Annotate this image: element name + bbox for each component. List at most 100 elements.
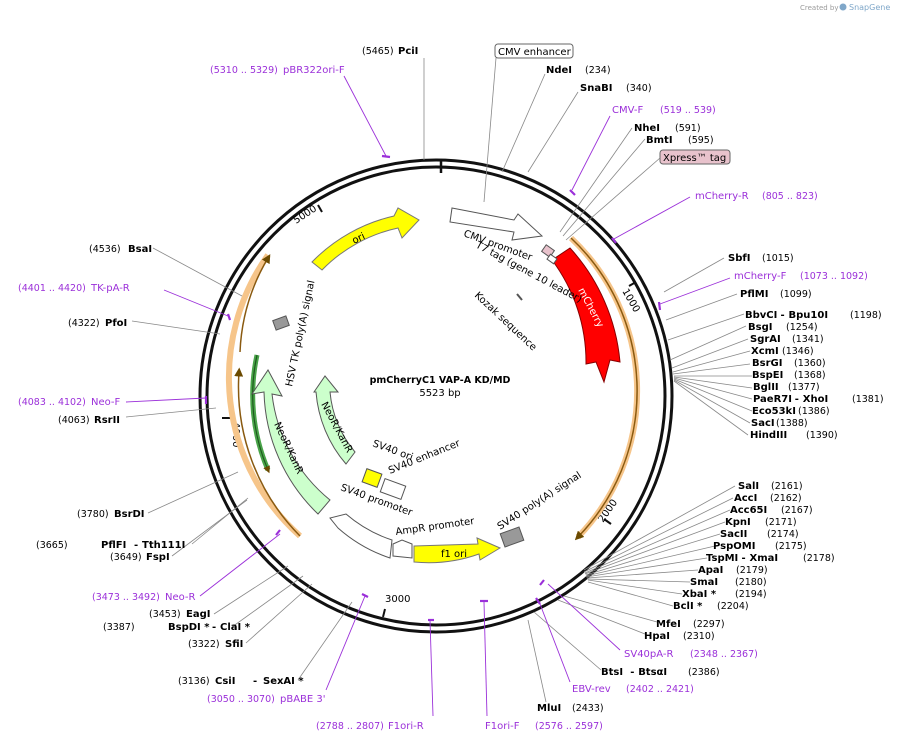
site-name: CsiI (215, 676, 235, 687)
site-sfii: SfiI(3322) (188, 639, 243, 650)
site-smai: SmaI(2180) (690, 577, 767, 588)
site-name-2: XmaI (750, 553, 779, 564)
xpress-feature (546, 253, 558, 265)
site-bbvci: BbvCI-Bpu10I(1198) (745, 310, 882, 321)
site-name: SbfI (728, 253, 750, 264)
site-kpni: KpnI(2171) (725, 517, 797, 528)
primer-neor: Neo-R(3473 .. 3492) (92, 592, 196, 603)
primer-mcherryf: mCherry-F(1073 .. 1092) (734, 271, 868, 282)
site-pfoi: PfoI(4322) (68, 318, 127, 329)
t7-tag-feature (540, 244, 556, 258)
primer-leader-lines (125, 75, 731, 717)
site-name-2: BtsαI (638, 667, 667, 678)
site-name: PflMI (740, 289, 768, 300)
site-apai: ApaI(2179) (698, 565, 768, 576)
site-position: (1368) (794, 370, 826, 381)
site-acci: AccI(2162) (734, 493, 802, 504)
sv40-enhancer-feature (379, 478, 407, 500)
site-name: MfeI (656, 619, 681, 630)
primer-mcherryr: mCherry-R(805 .. 823) (695, 191, 818, 202)
ampr-promoter-label: AmpR promoter (395, 516, 476, 538)
site-name: Eco53kI (752, 406, 796, 417)
site-position: (2204) (717, 601, 749, 612)
site-bsrdi: BsrDI(3780) (77, 509, 145, 520)
site-name: BtsI (601, 667, 623, 678)
orf-arrow-left (234, 367, 301, 537)
site-position: (3453) (149, 609, 181, 620)
primer-range: (3050 .. 3070) (207, 694, 275, 705)
restriction-sites: PciI(5465)NdeI(234)SnaBI(340)NheI(591)Bm… (36, 46, 884, 714)
mcherry-feature (551, 247, 621, 384)
primer-range: (3473 .. 3492) (92, 592, 160, 603)
site-bsgi: BsgI (1254) (748, 322, 818, 333)
site-name: BsrDI (114, 509, 145, 520)
site-position: (2297) (693, 619, 725, 630)
site-name-2: Tth111I (142, 540, 185, 551)
hsv-tk-label: HSV TK poly(A) signal (284, 279, 317, 387)
site-name: KpnI (725, 517, 751, 528)
site-name-2: XhoI (803, 394, 828, 405)
site-position: (2433) (572, 703, 604, 714)
site-name: SalI (738, 481, 759, 492)
site-name: TspMI (706, 553, 738, 564)
primer-name: SV40pA-R (624, 649, 673, 660)
primer-cmvf: CMV-F (519 .. 539) (612, 105, 716, 116)
site-position: (2174) (767, 529, 799, 540)
cmv-enhancer-label: CMV enhancer (498, 47, 572, 58)
site-paer7i: PaeR7I-XhoI(1381) (753, 394, 884, 405)
primer-range: (4083 .. 4102) (18, 397, 86, 408)
site-csii: CsiI-SexAI *(3136) (178, 676, 304, 687)
site-bglii: BglII(1377) (753, 382, 820, 393)
site-mlui: MluI(2433) (537, 703, 604, 714)
site-name: BsgI (748, 322, 772, 333)
tick-1000 (628, 281, 637, 287)
primer-neof: Neo-F(4083 .. 4102) (18, 397, 121, 408)
tick-2000 (603, 518, 612, 525)
primer-range: (2348 .. 2367) (690, 649, 758, 660)
primer-name: pBABE 3' (280, 694, 326, 705)
site-position: (4322) (68, 318, 100, 329)
site-position: (3136) (178, 676, 210, 687)
site-position: (1254) (786, 322, 818, 333)
site-pflmi: PflMI(1099) (740, 289, 812, 300)
site-hindiii: HindIII(1390) (750, 430, 838, 441)
tick-label-3000: 3000 (385, 594, 410, 605)
site-sgrai: SgrAI(1341) (750, 334, 824, 345)
primer-sv40par: SV40pA-R (2348 .. 2367) (624, 649, 758, 660)
site-bsai: BsaI(4536) (89, 244, 152, 255)
xpress-label: Xpress™ tag (663, 153, 726, 164)
site-bspei: BspEI(1368) (752, 370, 826, 381)
site-name-2: ClaI * (220, 622, 251, 633)
site-name: SnaBI (580, 83, 612, 94)
site-name: BsrGI (752, 358, 782, 369)
primer-pbabe3: pBABE 3' (3050 .. 3070) (207, 694, 326, 705)
f1-ori-feature (413, 537, 502, 564)
site-position: (2386) (688, 667, 720, 678)
primer-name: mCherry-R (695, 191, 749, 202)
primer-pbr322orif: pBR322ori-F(5310 .. 5329) (210, 65, 345, 76)
site-name: EagI (186, 609, 210, 620)
site-name: AccI (734, 493, 757, 504)
primer-name: mCherry-F (734, 271, 787, 282)
site-position: (234) (585, 65, 611, 76)
xpress-box (659, 149, 731, 165)
site-name: BspDI * (168, 622, 210, 633)
site-position: (3665) (36, 540, 68, 551)
primer-range: (4401 .. 4420) (18, 283, 86, 294)
site-separator: - (630, 667, 634, 678)
plasmid-name: pmCherryC1 VAP-A KD/MD (370, 375, 511, 386)
site-position: (1390) (806, 430, 838, 441)
site-name: PflFI (101, 540, 126, 551)
site-position: (1198) (850, 310, 882, 321)
site-name-2: SexAI * (263, 676, 304, 687)
snapgene-brand: SnapGene (849, 3, 890, 12)
site-position: (2178) (803, 553, 835, 564)
site-separator: - (742, 553, 746, 564)
primer-range: (519 .. 539) (660, 105, 716, 116)
site-position: (1377) (788, 382, 820, 393)
primer-name: CMV-F (612, 105, 643, 116)
site-btsi: BtsI-BtsαI (2386) (601, 667, 720, 678)
orf-arrow-mcherry (570, 237, 638, 541)
site-name: SgrAI (750, 334, 781, 345)
